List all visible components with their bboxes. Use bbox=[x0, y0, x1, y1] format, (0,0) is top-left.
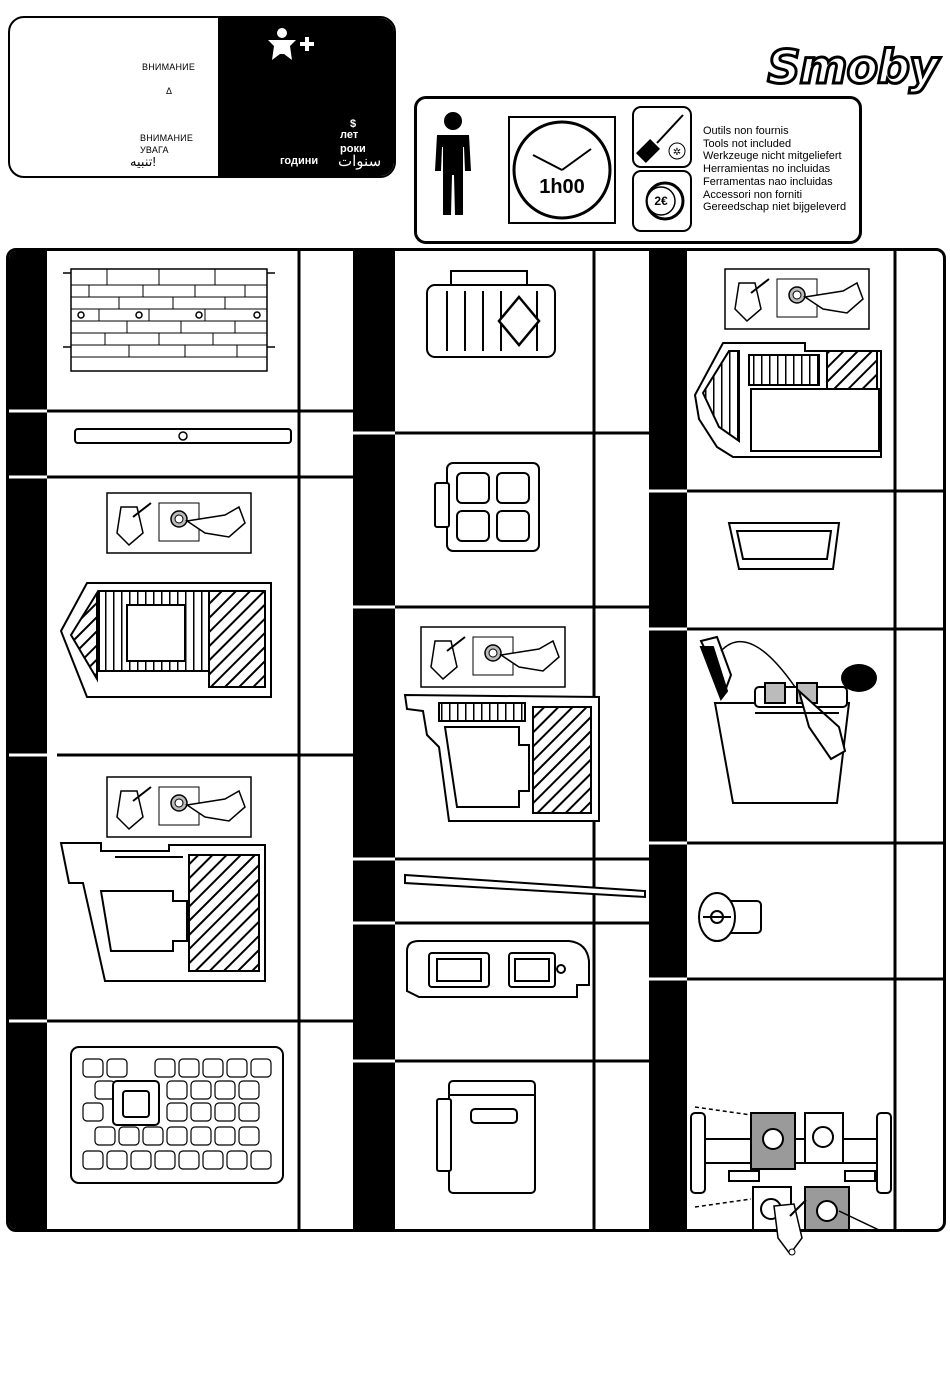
part-long-bar bbox=[75, 429, 291, 443]
column-strip bbox=[649, 251, 687, 1229]
part-tray bbox=[729, 523, 839, 569]
part-brick-wall bbox=[63, 269, 275, 371]
column-strip bbox=[353, 251, 395, 1229]
tools-icons: ✲ 2€ bbox=[631, 105, 695, 235]
part-boat-floor bbox=[695, 343, 881, 457]
warning-label: ВНИМАНИЕ bbox=[142, 62, 195, 72]
tools-line: Werkzeuge nicht mitgeliefert bbox=[703, 150, 846, 163]
part-roof-panel bbox=[71, 1047, 283, 1183]
part-wheel-base bbox=[701, 637, 849, 803]
column-strip bbox=[9, 251, 47, 1229]
tools-line: Outils non fournis bbox=[703, 125, 846, 138]
child-plus-icon bbox=[266, 26, 316, 62]
part-thin-rod bbox=[405, 875, 645, 897]
tools-line: Tools not included bbox=[703, 138, 846, 151]
tools-line: Accessori non forniti bbox=[703, 189, 846, 202]
clock-icon: 1h00 bbox=[507, 115, 617, 225]
part-wheel bbox=[699, 893, 761, 941]
brand-logo: Smoby bbox=[767, 40, 938, 94]
part-crate-box bbox=[437, 1081, 535, 1193]
hammer-icon bbox=[421, 627, 565, 687]
tools-line: Ferramentas nao incluidas bbox=[703, 176, 846, 189]
time-label: 1h00 bbox=[539, 176, 585, 198]
part-door-top bbox=[407, 941, 589, 997]
tools-not-included-list: Outils non fournis Tools not included We… bbox=[703, 125, 846, 214]
warning-symbol: Δ bbox=[166, 86, 172, 96]
warning-label-ar: تنبيه! bbox=[130, 154, 156, 170]
hammer-icon bbox=[725, 269, 869, 329]
svg-text:✲: ✲ bbox=[673, 147, 681, 158]
svg-text:2€: 2€ bbox=[654, 194, 668, 208]
tools-line: Herramientas no incluidas bbox=[703, 163, 846, 176]
person-icon bbox=[427, 111, 479, 219]
hammer-icon bbox=[770, 1198, 810, 1260]
age-godini: години bbox=[280, 155, 318, 167]
parts-grid bbox=[6, 248, 946, 1232]
age-let: лет bbox=[340, 129, 358, 141]
info-box: 1h00 ✲ 2€ Outils non fournis Tools not i… bbox=[414, 96, 862, 244]
part-front-wall bbox=[405, 695, 599, 821]
warning-age-box: ВНИМАНИЕ Δ ВНИМАНИЕ УВАГА تنبيه! $ лет р… bbox=[8, 16, 396, 178]
coin-icon: 2€ bbox=[647, 183, 683, 219]
age-ar: سنوات bbox=[338, 152, 381, 170]
part-boat-deck bbox=[61, 583, 271, 697]
part-window-shutter bbox=[427, 271, 555, 357]
age-panel: $ лет роки години سنوات bbox=[218, 18, 394, 176]
parts-diagram bbox=[9, 251, 943, 1229]
warning-panel: ВНИМАНИЕ Δ ВНИМАНИЕ УВАГА تنبيه! bbox=[10, 18, 218, 176]
part-side-wall bbox=[61, 843, 265, 981]
hammer-icon bbox=[107, 777, 251, 837]
tools-line: Gereedschap niet bijgeleverd bbox=[703, 201, 846, 214]
part-window-frame bbox=[435, 463, 539, 551]
warning-label-2: ВНИМАНИЕ bbox=[140, 133, 193, 143]
hammer-icon bbox=[107, 493, 251, 553]
